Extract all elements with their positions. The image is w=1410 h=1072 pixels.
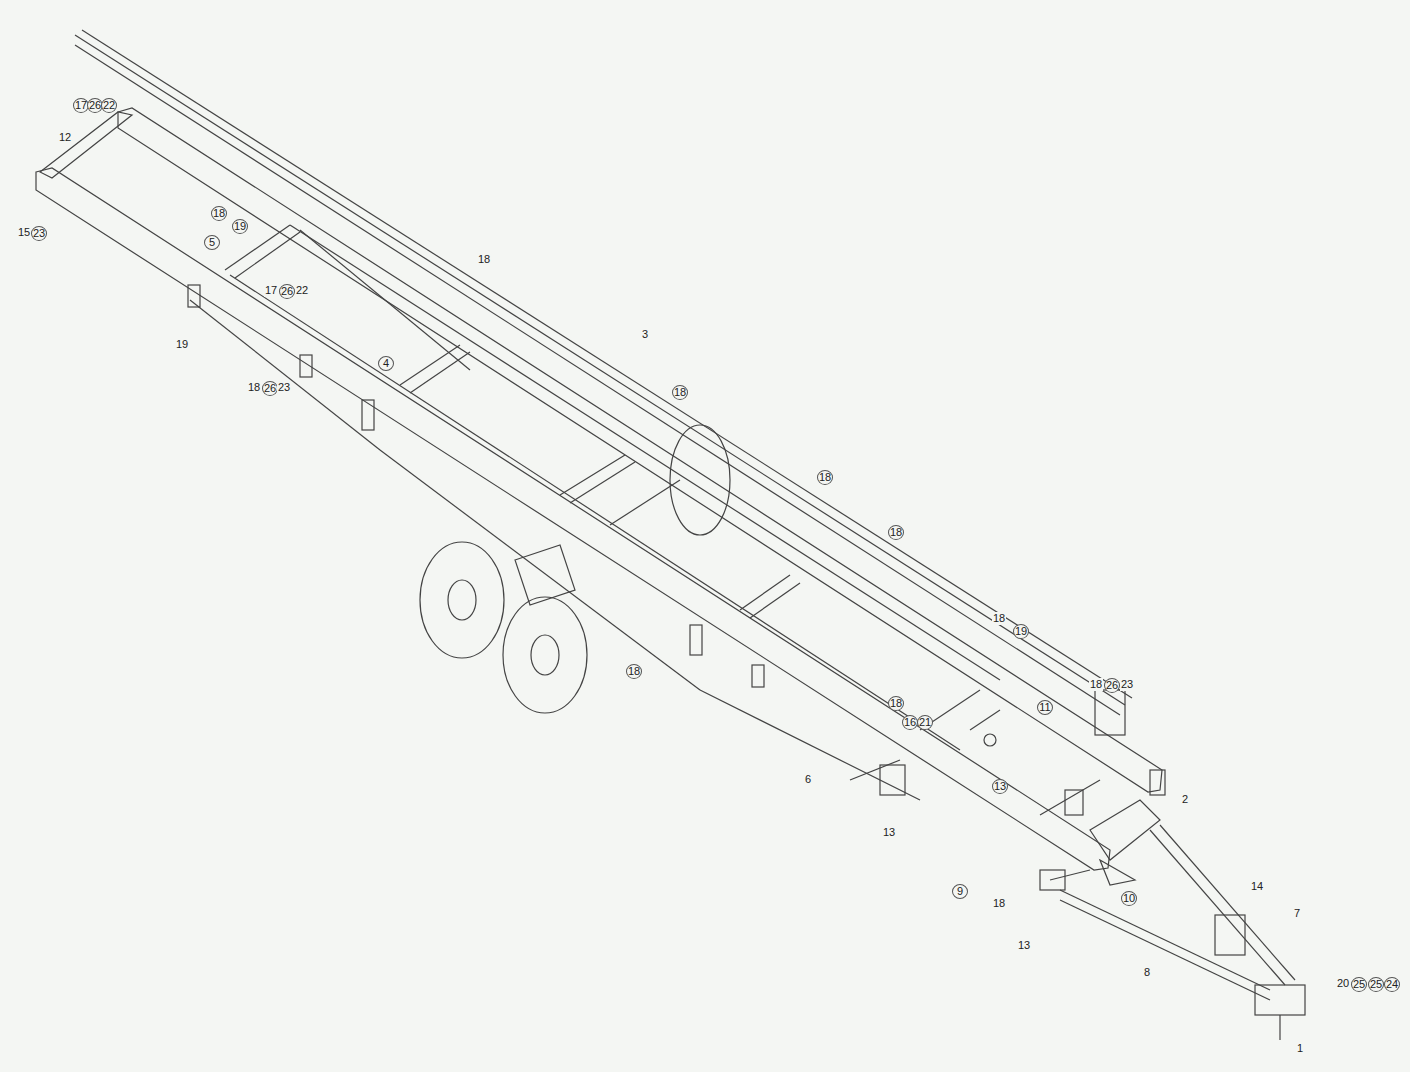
callout-number: 25	[1368, 977, 1384, 992]
callout-number: 19	[1013, 624, 1029, 639]
callout-number: 3	[641, 328, 649, 341]
callout-number: 17	[264, 284, 278, 297]
callout-number: 16	[902, 715, 918, 730]
callout-number: 26	[1104, 678, 1120, 693]
callout-number: 1	[1296, 1042, 1304, 1055]
callout-number: 13	[1017, 939, 1031, 952]
callout-number: 19	[232, 219, 248, 234]
callout-number: 18	[672, 385, 688, 400]
callout-number: 23	[1120, 678, 1134, 691]
callout-number: 23	[277, 381, 291, 394]
callout-number: 8	[1143, 966, 1151, 979]
callout-number: 18	[1089, 678, 1103, 691]
callout-number: 19	[175, 338, 189, 351]
callout-number: 4	[378, 356, 394, 371]
callout-number: 14	[1250, 880, 1264, 893]
callout-number: 18	[211, 206, 227, 221]
callout-number: 13	[882, 826, 896, 839]
callout-number: 12	[58, 131, 72, 144]
callout-number: 23	[31, 226, 47, 241]
callout-number: 11	[1037, 700, 1053, 715]
callout-number: 18	[992, 897, 1006, 910]
callout-number: 2	[1181, 793, 1189, 806]
callout-number: 20	[1336, 977, 1350, 990]
callout-number: 22	[101, 98, 117, 113]
callout-number: 18	[817, 470, 833, 485]
callout-number: 24	[1384, 977, 1400, 992]
callout-number: 13	[992, 779, 1008, 794]
callout-number: 26	[279, 284, 295, 299]
callout-number: 5	[204, 235, 220, 250]
callout-number: 18	[477, 253, 491, 266]
callout-number: 18	[626, 664, 642, 679]
callout-number: 21	[917, 715, 933, 730]
callout-number: 22	[295, 284, 309, 297]
callout-number: 26	[262, 381, 278, 396]
callout-number: 25	[1351, 977, 1367, 992]
callout-number: 15	[17, 226, 31, 239]
callout-number: 18	[992, 612, 1006, 625]
callout-number: 18	[247, 381, 261, 394]
callout-number: 6	[804, 773, 812, 786]
callout-number: 7	[1293, 907, 1301, 920]
callout-number: 9	[952, 884, 968, 899]
callout-number: 18	[888, 525, 904, 540]
callout-number: 18	[888, 696, 904, 711]
callout-number: 10	[1121, 891, 1137, 906]
